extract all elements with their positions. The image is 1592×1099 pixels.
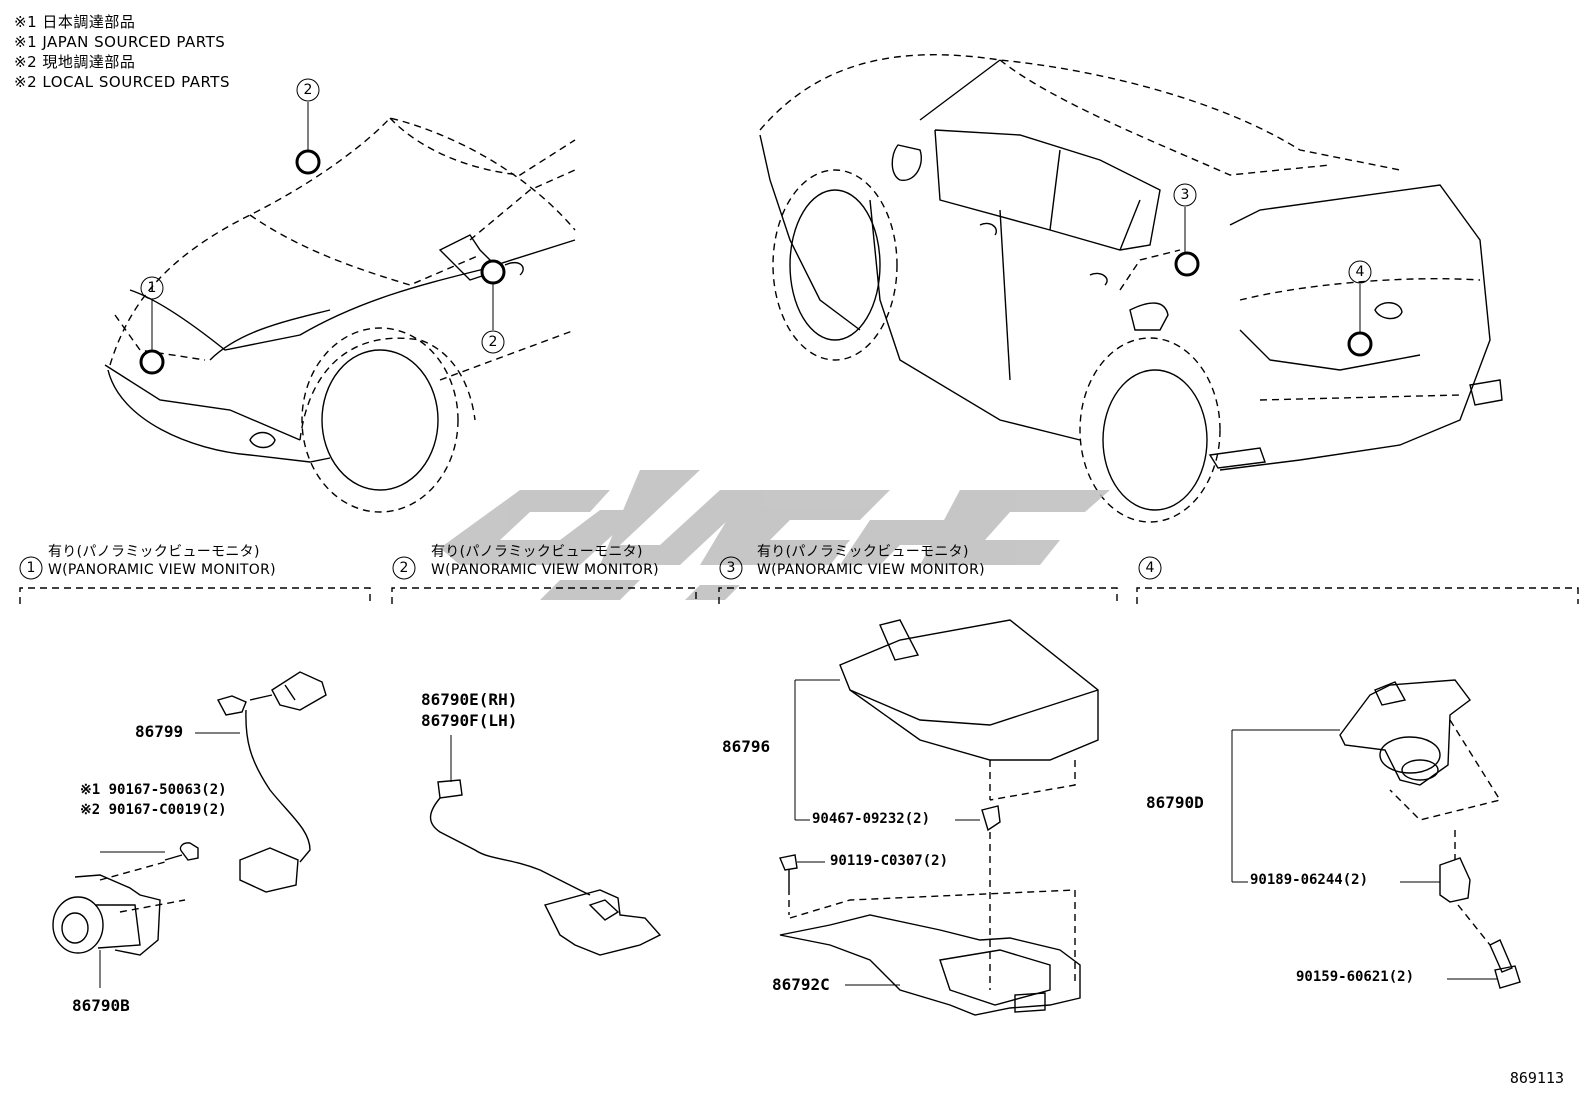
front-vehicle-illustration: [104, 117, 576, 513]
part-label-86790E: 86790E(RH): [421, 690, 518, 709]
section-brackets: 1 2 3 4: [19, 556, 1579, 604]
legend-line-3: ※2 現地調達部品: [14, 53, 136, 71]
section-2-title-en: W(PANORAMIC VIEW MONITOR): [431, 562, 659, 578]
section-3-title-jp: 有り(パノラミックビューモニタ): [757, 544, 969, 560]
part-label-90167-japan: ※1 90167-50063(2): [80, 782, 227, 798]
part-label-90159: 90159-60621(2): [1296, 969, 1415, 985]
legend: ※1 日本調達部品 ※1 JAPAN SOURCED PARTS ※2 現地調達…: [14, 12, 230, 92]
section-3-title-en: W(PANORAMIC VIEW MONITOR): [757, 562, 985, 578]
part-label-86799: 86799: [135, 722, 184, 741]
section-1-title-jp: 有り(パノラミックビューモニタ): [48, 544, 260, 560]
section-1-number: 1: [27, 560, 36, 576]
section-1-parts: [52, 671, 327, 988]
callout-2-top: 2: [304, 82, 313, 98]
section-1-header: 有り(パノラミックビューモニタ) W(PANORAMIC VIEW MONITO…: [48, 543, 276, 579]
part-label-86792C: 86792C: [772, 975, 830, 994]
part-label-90467: 90467-09232(2): [812, 811, 931, 827]
legend-line-4: ※2 LOCAL SOURCED PARTS: [14, 73, 230, 91]
part-label-86790D: 86790D: [1146, 793, 1204, 812]
section-2-parts: [429, 735, 662, 956]
section-3-parts: [779, 619, 1099, 1016]
legend-line-1: ※1 日本調達部品: [14, 13, 136, 31]
section-1-title-en: W(PANORAMIC VIEW MONITOR): [48, 562, 276, 578]
section-4-number: 4: [1146, 560, 1155, 576]
vehicle-callouts: 2 1 2 3 4: [139, 78, 1373, 375]
section-2-title-jp: 有り(パノラミックビューモニタ): [431, 544, 643, 560]
part-label-86796: 86796: [722, 737, 771, 756]
rear-vehicle-illustration: [759, 54, 1503, 523]
legend-line-2: ※1 JAPAN SOURCED PARTS: [14, 33, 226, 51]
callout-3: 3: [1181, 187, 1190, 203]
part-label-90119: 90119-C0307(2): [830, 853, 949, 869]
section-4-parts: [1231, 679, 1521, 989]
part-label-90189: 90189-06244(2): [1250, 872, 1369, 888]
section-2-header: 有り(パノラミックビューモニタ) W(PANORAMIC VIEW MONITO…: [431, 543, 659, 579]
callout-2-mirror: 2: [489, 334, 498, 350]
callout-1: 1: [148, 280, 157, 296]
watermark-logo: [440, 470, 1110, 600]
section-2-number: 2: [400, 560, 409, 576]
part-label-86790F: 86790F(LH): [421, 711, 518, 730]
section-3-header: 有り(パノラミックビューモニタ) W(PANORAMIC VIEW MONITO…: [757, 543, 985, 579]
figure-number: 869113: [1509, 1069, 1564, 1087]
section-3-number: 3: [727, 560, 736, 576]
part-label-90167-local: ※2 90167-C0019(2): [80, 802, 227, 818]
callout-4: 4: [1356, 264, 1365, 280]
part-label-86790B: 86790B: [72, 996, 130, 1015]
